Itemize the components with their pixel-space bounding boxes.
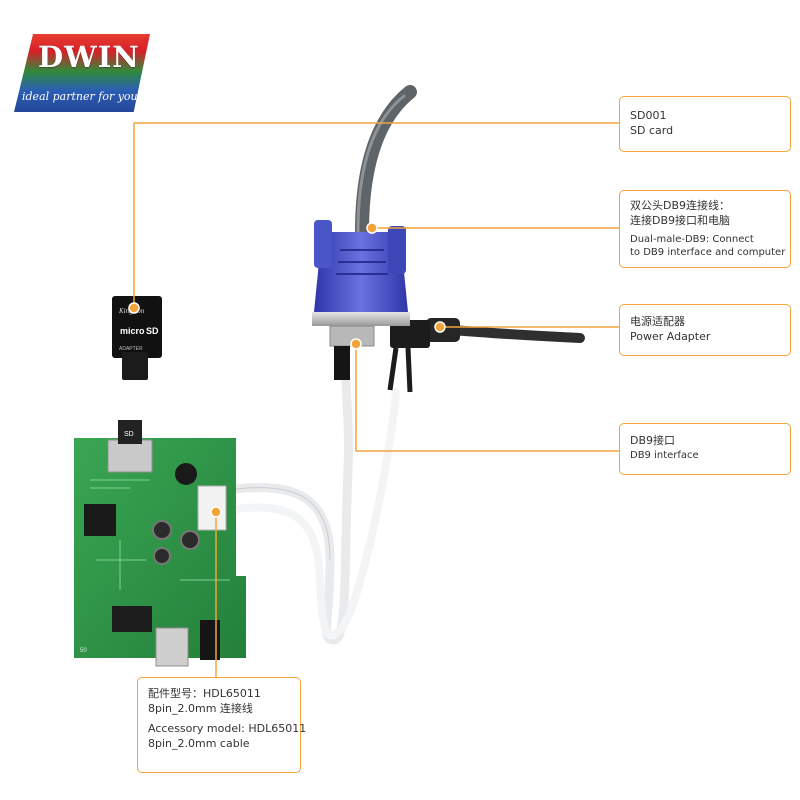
power-cable bbox=[447, 325, 585, 343]
dwin-logo bbox=[14, 34, 150, 112]
logo-tagline: ideal partner for you bbox=[22, 90, 138, 103]
callout-db9-cable: 双公头DB9连接线： 连接DB9接口和电脑 Dual-male-DB9: Con… bbox=[619, 190, 791, 268]
pcb-sd-label: SD bbox=[124, 431, 134, 438]
pcb-sd-slot bbox=[107, 439, 153, 473]
pcb-capacitor-1 bbox=[152, 520, 172, 540]
leader-sd-card bbox=[133, 122, 619, 308]
pcb-usb-port bbox=[155, 627, 189, 667]
logo-registered-mark: ® bbox=[142, 37, 149, 45]
pcb-header bbox=[112, 606, 152, 632]
db9-cable-en-line1: Dual-male-DB9: Connect bbox=[630, 234, 754, 245]
flat-cable-strand-1 bbox=[223, 345, 353, 645]
pcb-capacitor-3 bbox=[153, 547, 171, 565]
power-adapter-cn: 电源适配器 bbox=[630, 315, 685, 328]
sd-card-name: SD card bbox=[630, 124, 674, 137]
leader-lines bbox=[133, 122, 619, 677]
db9-cable bbox=[355, 85, 417, 239]
dot-db9-interface bbox=[350, 338, 362, 350]
db9-cable-en-line2: to DB9 interface and computer bbox=[630, 247, 786, 258]
power-jack bbox=[390, 320, 430, 348]
callout-db9-interface: DB9接口 DB9 interface bbox=[619, 423, 791, 475]
sd-card-model: SD001 bbox=[630, 109, 667, 122]
flat-cable-outline bbox=[227, 487, 331, 561]
sd-adapter-text: ADAPTER bbox=[119, 346, 143, 352]
db9-thumbscrew-left bbox=[314, 220, 332, 268]
pcb-traces bbox=[90, 479, 230, 590]
db9-plate bbox=[312, 312, 410, 326]
accessory-en-line1: Accessory model: HDL65011 bbox=[148, 722, 307, 735]
pcb-buzzer bbox=[175, 463, 197, 485]
db9-interface-en: DB9 interface bbox=[630, 450, 699, 461]
db9-cable-cn-line1: 双公头DB9连接线： bbox=[630, 199, 731, 212]
callout-accessory-cable: 配件型号：HDL65011 8pin_2.0mm 连接线 Accessory m… bbox=[137, 677, 307, 773]
db9-cable-cn-line2: 连接DB9接口和电脑 bbox=[630, 214, 731, 227]
dot-sd-card bbox=[128, 302, 140, 314]
dot-accessory bbox=[210, 506, 222, 518]
db9-connector-body bbox=[314, 232, 408, 312]
logo-name: DWIN bbox=[38, 40, 140, 74]
leader-db9-interface bbox=[355, 344, 619, 452]
accessory-cn-line1: 配件型号：HDL65011 bbox=[148, 687, 261, 700]
accessory-en-line2: 8pin_2.0mm cable bbox=[148, 737, 250, 750]
db9-cable-highlight bbox=[356, 94, 406, 234]
pcb-sd-card-top bbox=[118, 420, 142, 444]
pcb-capacitor-2 bbox=[180, 530, 200, 550]
pcb-chip bbox=[84, 504, 116, 536]
callout-sd-card: SD001 SD card bbox=[619, 96, 791, 152]
db9-interface-cn: DB9接口 bbox=[630, 434, 676, 447]
flat-cable-strand-2 bbox=[224, 388, 400, 640]
sd-micro-card bbox=[122, 352, 148, 380]
leader-dots bbox=[128, 222, 446, 518]
callout-power-adapter: 电源适配器 Power Adapter bbox=[619, 304, 791, 356]
sd-logo-text: SD bbox=[146, 326, 159, 336]
power-jack-wires bbox=[387, 347, 413, 393]
pcb-bottom-label: 50 bbox=[80, 648, 87, 654]
db9-ridges bbox=[336, 249, 388, 275]
sd-adapter bbox=[112, 296, 162, 358]
dot-power-adapter bbox=[434, 321, 446, 333]
db9-wire-housing-left bbox=[334, 346, 350, 380]
pcb-power-jack bbox=[200, 620, 220, 660]
dot-db9-cable bbox=[366, 222, 378, 234]
sd-micro-text: micro bbox=[120, 326, 145, 336]
power-adapter-en: Power Adapter bbox=[630, 330, 711, 343]
db9-thumbscrew-right bbox=[388, 226, 406, 274]
accessory-cn-line2: 8pin_2.0mm 连接线 bbox=[148, 702, 253, 715]
